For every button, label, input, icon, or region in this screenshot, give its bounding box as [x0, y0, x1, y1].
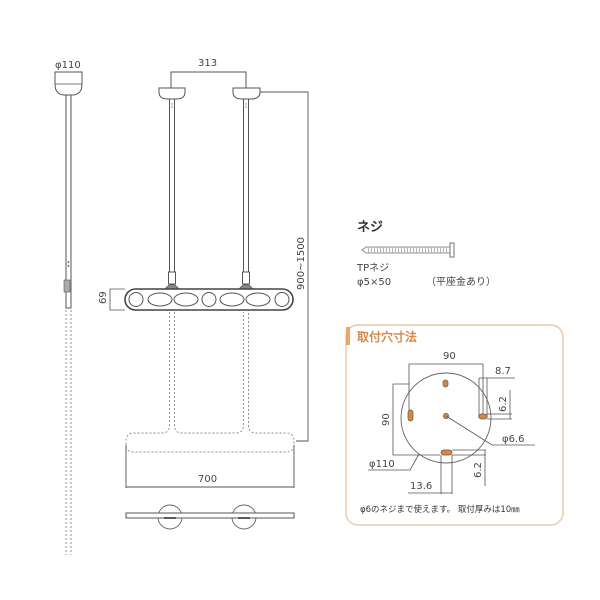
side-pole-extended: [65, 310, 72, 555]
screw-note-label: （平座金あり）: [426, 275, 496, 288]
slot-height-label: 6.2: [498, 396, 509, 412]
bar-height-label: 69: [98, 291, 109, 304]
mounting-footnote: φ6のネジまで使えます。 取付厚みは10㎜: [360, 504, 520, 515]
right-ceiling-mount: [232, 87, 261, 100]
bottom-slot-icon: [440, 449, 453, 456]
screw-section: ネジ TPネジ φ5×50 （平座金あり）: [356, 220, 496, 288]
bottom-slot-width-label: 13.6: [410, 481, 432, 492]
top-view: [125, 504, 295, 530]
extended-position-outline: [125, 312, 295, 453]
mount-height-label: 90: [381, 413, 392, 426]
side-view: φ110: [54, 60, 83, 555]
slot-width-label: 8.7: [495, 366, 511, 377]
base-diameter-label: φ110: [369, 459, 395, 470]
left-ceiling-mount: [158, 87, 186, 100]
screw-size-label: φ5×50: [357, 277, 391, 288]
height-range-label: 900~1500: [296, 237, 307, 290]
hanger-bar: [124, 288, 294, 311]
mounting-hole-box: 取付穴寸法 90 90 8.7 6.2 φ6.6 φ11: [345, 324, 564, 526]
pole-spacing-label: 313: [198, 58, 217, 69]
screw-icon: [361, 242, 455, 258]
screw-type-label: TPネジ: [356, 262, 389, 274]
right-pole: [243, 98, 249, 275]
side-base-diameter-label: φ110: [55, 60, 81, 71]
left-pole: [169, 98, 175, 275]
side-ceiling-mount: [54, 71, 83, 96]
center-hole-label: φ6.6: [502, 434, 525, 445]
bar-width-label: 700: [198, 474, 217, 485]
screw-title: ネジ: [357, 220, 383, 235]
right-slot-icon: [478, 413, 488, 420]
mount-width-label: 90: [443, 351, 456, 362]
mounting-box-title: 取付穴寸法: [357, 329, 417, 344]
side-pole: [65, 94, 72, 309]
bottom-slot-height-label: 6.2: [473, 462, 484, 478]
left-slot-icon: [407, 409, 414, 422]
front-view: 313 69: [98, 58, 309, 530]
top-slot-icon: [442, 379, 449, 388]
